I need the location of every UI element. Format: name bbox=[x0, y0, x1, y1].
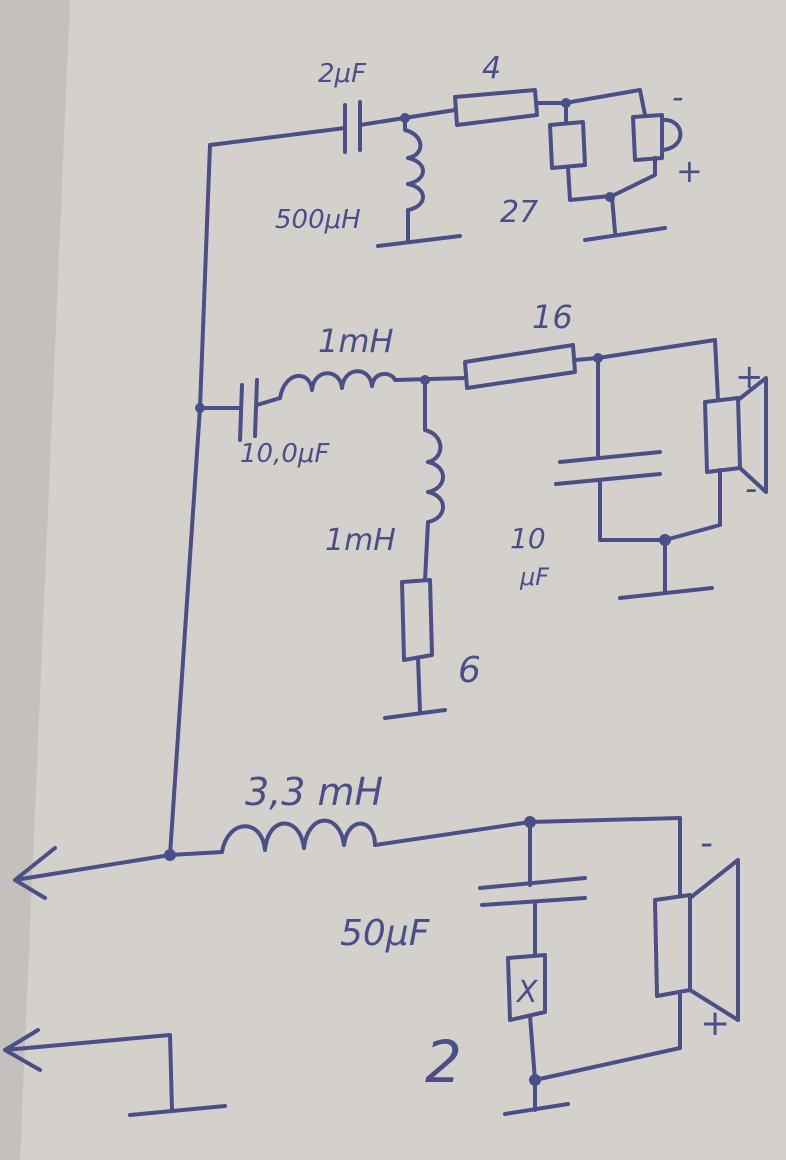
speaker-plus-label: + bbox=[700, 1003, 730, 1044]
speaker-plus-label: + bbox=[676, 152, 703, 190]
label-50uf: 50μF bbox=[340, 913, 431, 954]
wire bbox=[608, 156, 657, 199]
top-branch: 2μF 4 500μH 27 - + bbox=[208, 51, 703, 248]
ground-symbol bbox=[503, 1078, 570, 1116]
label-4: 4 bbox=[482, 51, 501, 86]
inductor-500uh bbox=[403, 116, 425, 244]
speaker-minus-label: - bbox=[745, 469, 757, 509]
wire bbox=[208, 126, 347, 147]
wire bbox=[168, 850, 224, 857]
label-2uf: 2μF bbox=[318, 59, 367, 89]
inductor-1mh-series bbox=[278, 369, 467, 400]
ground-symbol bbox=[383, 708, 447, 720]
middle-branch: 1mH 16 10,0μF 1mH 10 μF 6 + - bbox=[195, 298, 768, 720]
label-500uh: 500μH bbox=[275, 205, 361, 235]
capacitor-10uf bbox=[238, 378, 259, 442]
wire bbox=[573, 338, 720, 402]
speaker-minus-label: - bbox=[672, 78, 684, 116]
speaker-plus-label: + bbox=[735, 357, 764, 397]
speaker-middle bbox=[703, 376, 768, 494]
resistor-4 bbox=[453, 88, 539, 127]
inductor-1mh-shunt bbox=[423, 378, 445, 582]
ground-symbol bbox=[618, 538, 714, 600]
component-x-box bbox=[506, 953, 547, 1082]
label-10: 10 bbox=[510, 522, 546, 555]
resistor-16 bbox=[463, 343, 577, 390]
capacitor-50uf bbox=[478, 820, 587, 957]
label-16: 16 bbox=[532, 298, 573, 336]
label-x: X bbox=[515, 975, 539, 1010]
capacitor-10uf-shunt bbox=[554, 356, 722, 542]
label-3-3mh: 3,3 mH bbox=[245, 770, 383, 814]
label-27: 27 bbox=[500, 195, 538, 230]
label-uf: μF bbox=[519, 563, 550, 591]
resistor-27 bbox=[548, 101, 612, 202]
speaker-minus-label: - bbox=[700, 823, 713, 864]
input-arrow-ground bbox=[3, 1028, 227, 1117]
input-arrow-positive bbox=[13, 846, 172, 900]
bottom-branch: 3,3 mH 50μF X 2 - + bbox=[3, 770, 740, 1117]
label-6: 6 bbox=[458, 650, 481, 691]
wire bbox=[255, 396, 282, 407]
speaker-top bbox=[631, 113, 683, 162]
ground-symbol bbox=[583, 195, 667, 242]
label-10-0uf: 10,0μF bbox=[240, 439, 330, 469]
ground-symbol bbox=[376, 234, 462, 248]
inductor-3-3mh bbox=[220, 816, 682, 897]
wire bbox=[533, 993, 682, 1082]
label-1mh-shunt: 1mH bbox=[325, 523, 396, 558]
speaker-bottom bbox=[653, 858, 740, 1022]
wire bbox=[535, 88, 647, 117]
label-2: 2 bbox=[425, 1028, 462, 1096]
paper-shadow bbox=[0, 0, 70, 1160]
resistor-6 bbox=[400, 578, 434, 714]
label-1mh-series: 1mH bbox=[318, 322, 394, 360]
